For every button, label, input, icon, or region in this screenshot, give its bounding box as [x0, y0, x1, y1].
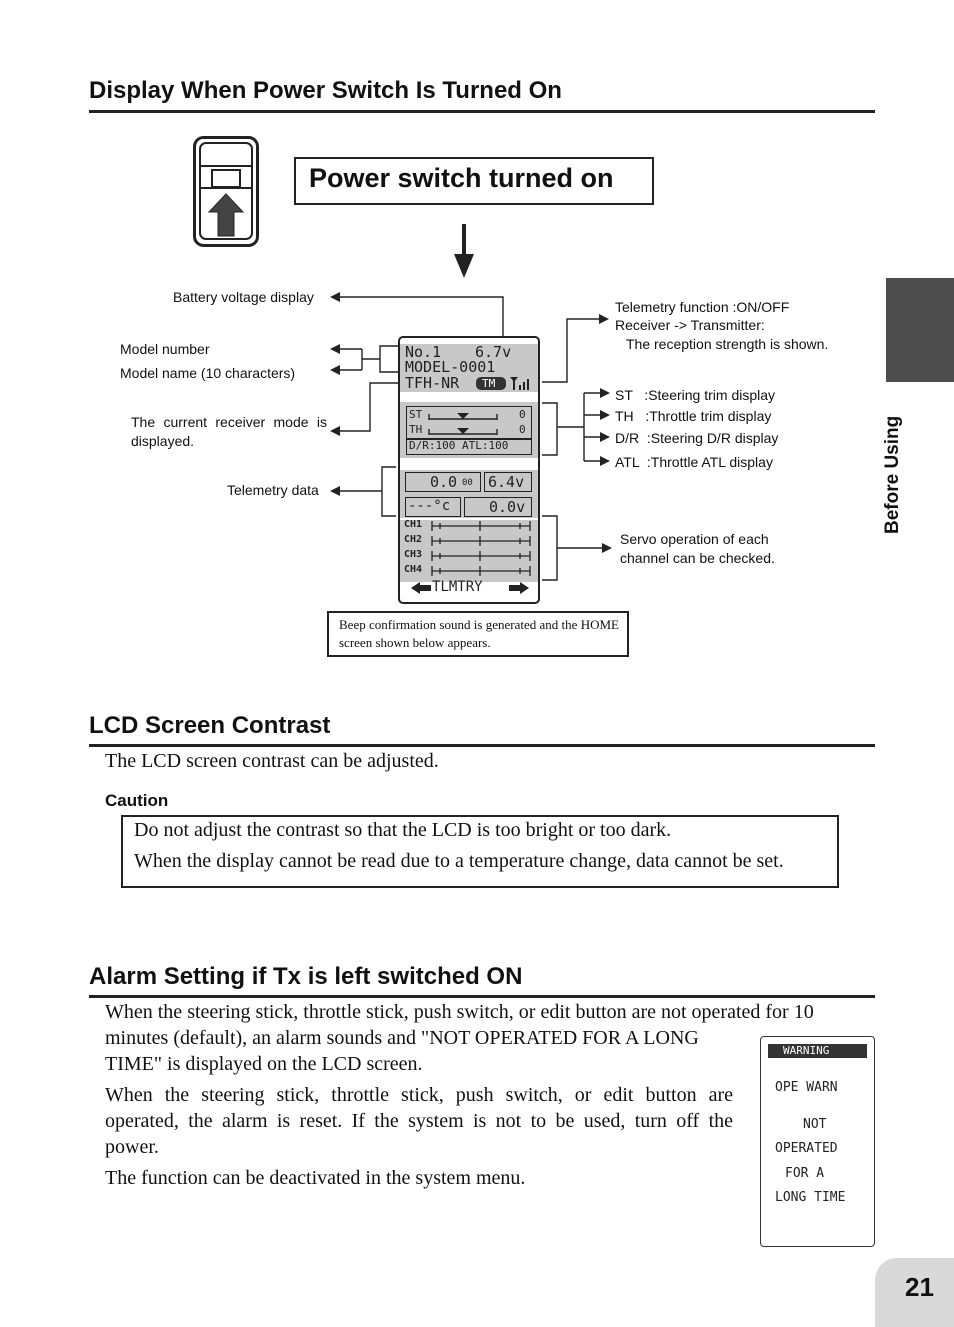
- alarm-para1-line2: minutes (default), an alarm sounds and "…: [105, 1027, 699, 1049]
- lcd-trim-bars: [428, 413, 498, 435]
- lcd-st-label: ST: [409, 408, 423, 421]
- lcd-warning-line3: OPERATED: [775, 1141, 838, 1156]
- lcd-warning-screen: WARNING OPE WARN NOT OPERATED FOR A LONG…: [760, 1036, 875, 1247]
- lcd-channel-bars: [431, 521, 531, 576]
- lcd-warning-line1: OPE WARN: [775, 1080, 838, 1095]
- beep-note-text: Beep confirmation sound is generated and…: [339, 617, 619, 650]
- lcd-ch1-label: CH1: [404, 519, 423, 530]
- alarm-para3: The function can be deactivated in the s…: [105, 1167, 526, 1189]
- lcd-tm-badge: TM: [476, 377, 506, 390]
- page-number-tab: 21: [875, 1258, 954, 1327]
- lcd-right-arrow-icon: [509, 582, 529, 594]
- label-servo-1: Servo operation of each: [620, 531, 769, 547]
- power-on-callout: Power switch turned on: [294, 157, 654, 205]
- side-tab-marker: [886, 278, 954, 382]
- label-dr: D/R :Steering D/R display: [615, 430, 779, 446]
- lcd-ch2-label: CH2: [404, 534, 423, 545]
- lcd-th-label: TH: [409, 423, 423, 436]
- label-model-name: Model name (10 characters): [120, 365, 296, 381]
- beep-note-box: Beep confirmation sound is generated and…: [327, 611, 629, 657]
- lcd-warning-title-bar: WARNING: [768, 1044, 867, 1058]
- caution-box: Do not adjust the contrast so that the L…: [121, 815, 839, 888]
- lcd-ch4-label: CH4: [404, 564, 423, 575]
- lcd-ch3-label: CH3: [404, 549, 423, 560]
- lcd-dr-atl: D/R:100 ATL:100: [409, 439, 509, 452]
- alarm-para1-line1: When the steering stick, throttle stick,…: [105, 1001, 814, 1023]
- caution-line-2: When the display cannot be read due to a…: [134, 850, 784, 872]
- alarm-para2-line2: operated, the alarm is reset. If the sys…: [105, 1110, 733, 1132]
- label-telemetry-function: Telemetry function :ON/OFF: [615, 299, 790, 315]
- lcd-warning-line4: FOR A: [785, 1166, 825, 1181]
- label-model-number: Model number: [120, 341, 210, 357]
- label-battery-voltage: Battery voltage display: [173, 289, 314, 305]
- label-st: ST :Steering trim display: [615, 387, 776, 403]
- lcd-telemetry-2: 6.4v: [484, 472, 532, 492]
- lcd-trim-box: ST TH 0 0 D/R:100 ATL:100: [406, 406, 532, 455]
- page-number: 21: [905, 1272, 934, 1302]
- alarm-para1-line3: TIME" is displayed on the LCD screen.: [105, 1053, 423, 1075]
- label-telemetry-data: Telemetry data: [227, 482, 319, 498]
- lcd-footer-label: TLMTRY: [432, 579, 483, 595]
- label-receiver-transmitter: Receiver -> Transmitter:: [615, 317, 765, 333]
- alarm-para2-line3: power.: [105, 1136, 159, 1158]
- lcd-battery-voltage: 6.7v: [475, 343, 512, 361]
- lcd-th-value: 0: [519, 423, 526, 436]
- lcd-warning-line5: LONG TIME: [775, 1190, 846, 1205]
- caution-label: Caution: [105, 791, 169, 810]
- lcd-telemetry-1: 0.0 00: [405, 472, 481, 492]
- label-th: TH :Throttle trim display: [615, 408, 772, 424]
- lcd-telemetry-3: ---°c: [405, 497, 461, 517]
- lcd-model-name: MODEL-0001: [405, 358, 496, 376]
- lcd-receiver-mode: TFH-NR: [405, 374, 460, 392]
- caution-line-1: Do not adjust the contrast so that the L…: [134, 819, 672, 841]
- heading-rule: [89, 995, 875, 998]
- power-switch-icon: [193, 136, 259, 253]
- lcd-telemetry-4: 0.0v: [464, 497, 532, 517]
- section-heading-alarm: Alarm Setting if Tx is left switched ON: [89, 963, 523, 990]
- lcd-st-value: 0: [519, 408, 526, 421]
- label-atl: ATL :Throttle ATL display: [615, 454, 773, 470]
- power-on-callout-title: Power switch turned on: [309, 163, 614, 193]
- label-reception-strength: The reception strength is shown.: [626, 336, 829, 352]
- lcd-home-screen: No.1 6.7v MODEL-0001 TFH-NR TM ST TH 0 0…: [398, 336, 540, 604]
- section-heading-lcd-contrast: LCD Screen Contrast: [89, 712, 331, 739]
- lcd-contrast-body: The LCD screen contrast can be adjusted.: [105, 750, 439, 772]
- lcd-left-arrow-icon: [411, 582, 431, 594]
- alarm-para2-line1: When the steering stick, throttle stick,…: [105, 1084, 733, 1106]
- heading-rule: [89, 110, 875, 113]
- section-heading-power-on: Display When Power Switch Is Turned On: [89, 77, 562, 104]
- heading-rule: [89, 744, 875, 747]
- diagram-connector-lines: [330, 224, 612, 581]
- lcd-warning-line2: NOT: [803, 1117, 827, 1132]
- label-servo-2: channel can be checked.: [620, 550, 775, 566]
- label-receiver-mode: The current receiver mode is displayed.: [131, 414, 327, 449]
- lcd-model-number: No.1: [405, 343, 442, 361]
- signal-strength-icon: [510, 377, 529, 390]
